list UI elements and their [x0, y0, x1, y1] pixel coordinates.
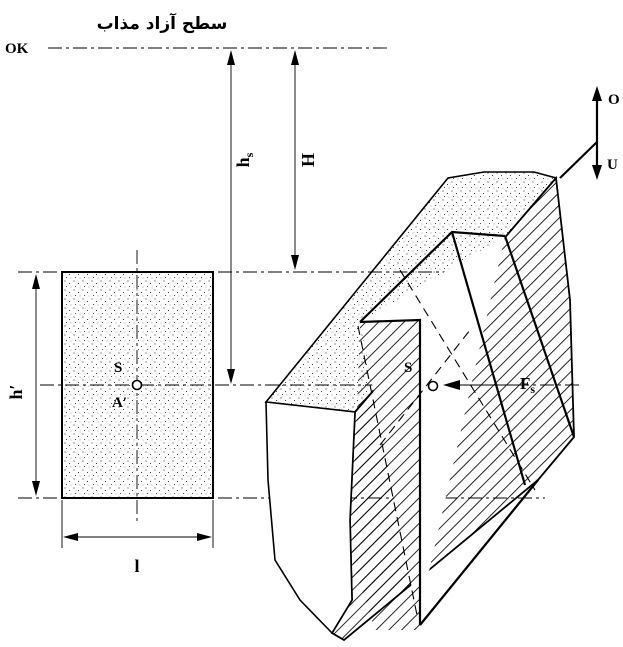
- h-prime-arrow-bottom: [32, 481, 40, 496]
- front-centroid-marker: [131, 379, 143, 391]
- mold-left-wall: [265, 401, 356, 635]
- a-prime-label: A′: [112, 395, 127, 411]
- cavity-edge-diagonal: [450, 231, 527, 486]
- h-depth-arrow-bottom: [291, 255, 299, 270]
- o-arrowhead: [592, 86, 602, 101]
- u-label: U: [607, 157, 618, 173]
- h-prime-label: h′: [6, 384, 26, 399]
- section-s-label: S: [404, 360, 412, 376]
- fs-arrowhead: [443, 380, 460, 390]
- u-arrowhead: [592, 165, 602, 180]
- l-arrow-left: [63, 533, 78, 541]
- h-depth-label: H: [298, 153, 318, 167]
- cavity-edge-back: [503, 235, 576, 438]
- hidden-line-1: [357, 325, 419, 621]
- front-s-label: S: [114, 360, 122, 376]
- svg-text:hs: hs: [233, 152, 256, 167]
- section-centroid-marker: [427, 380, 439, 392]
- l-label: l: [134, 556, 139, 576]
- cavity-inner-hatch: [352, 320, 420, 630]
- hs-label: hs: [233, 152, 256, 167]
- hs-arrow-top: [227, 50, 235, 65]
- h-depth-arrow-top: [291, 50, 299, 65]
- hidden-line-3: [399, 269, 536, 491]
- l-arrow-right: [197, 533, 212, 541]
- o-label: O: [608, 92, 620, 108]
- ok-label: OK: [5, 41, 29, 57]
- h-prime-arrow-top: [32, 274, 40, 289]
- free-surface-label: سطح آزاد مذاب: [97, 12, 228, 34]
- cavity-edge-bottom: [419, 479, 539, 626]
- fs-label: Fs: [520, 374, 535, 396]
- hs-arrow-bottom: [227, 369, 235, 384]
- cavity-edge-left: [359, 318, 422, 625]
- direction-leader: [559, 141, 598, 179]
- hidden-line-2: [379, 329, 471, 446]
